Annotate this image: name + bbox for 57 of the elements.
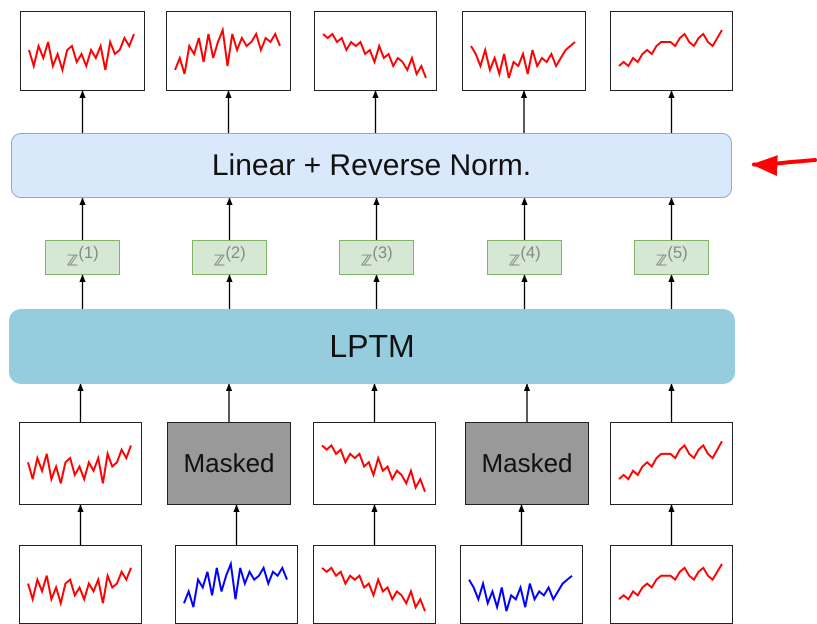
arrow [372, 90, 379, 134]
line-plot-panel [19, 422, 142, 505]
masked-box [465, 422, 589, 505]
line-plot-panel [175, 545, 298, 624]
arrow [371, 504, 378, 546]
arrow [226, 383, 232, 423]
embedding-box [192, 240, 267, 275]
arrow [521, 274, 528, 310]
model-box [9, 309, 735, 384]
masked-label: Masked [481, 448, 573, 479]
arrow [226, 274, 233, 310]
layer-label: Linear + Reverse Norm. [212, 148, 532, 182]
arrow [520, 90, 528, 134]
arrow [233, 504, 240, 546]
embedding-box [45, 240, 120, 275]
embedding-label: 𝕫$^{(3)}$ [360, 243, 393, 272]
arrow [521, 197, 528, 241]
arrow [225, 90, 232, 134]
line-plot-panel [314, 11, 437, 91]
embedding-box [339, 240, 414, 275]
arrow [524, 383, 530, 423]
arrow [668, 197, 675, 241]
embedding-label: 𝕫$^{(4)}$ [508, 243, 541, 272]
line-plot-panel [313, 545, 436, 624]
line-plot-panel [20, 11, 145, 91]
arrow [79, 197, 86, 241]
line-plot-panel [166, 11, 291, 91]
masked-box [167, 422, 291, 505]
masked-label: Masked [183, 448, 275, 479]
layer-box [11, 133, 732, 198]
arrow [226, 197, 233, 241]
line-plot-panel [460, 545, 583, 624]
embedding-box [487, 240, 562, 275]
line-plot-panel [610, 11, 733, 91]
embedding-box [634, 240, 709, 275]
embedding-label: 𝕫$^{(2)}$ [213, 243, 246, 272]
arrow [668, 90, 675, 134]
arrow [668, 383, 675, 423]
arrow [77, 383, 84, 423]
arrow [668, 504, 675, 546]
line-plot-panel [462, 11, 586, 91]
arrow [518, 504, 525, 546]
line-plot-panel [313, 422, 436, 505]
arrow [668, 274, 675, 310]
arrow [79, 90, 86, 134]
line-plot-panel [19, 545, 142, 624]
arrow [77, 504, 84, 546]
arrow [79, 274, 86, 310]
arrow [751, 155, 817, 176]
line-plot-panel [610, 545, 733, 624]
line-plot-panel [610, 422, 733, 505]
arrow [373, 197, 380, 241]
embedding-label: 𝕫$^{(1)}$ [66, 243, 99, 272]
embedding-label: 𝕫$^{(5)}$ [655, 243, 688, 272]
layer-label: LPTM [329, 328, 415, 365]
arrow [371, 383, 378, 423]
arrow [373, 274, 380, 310]
